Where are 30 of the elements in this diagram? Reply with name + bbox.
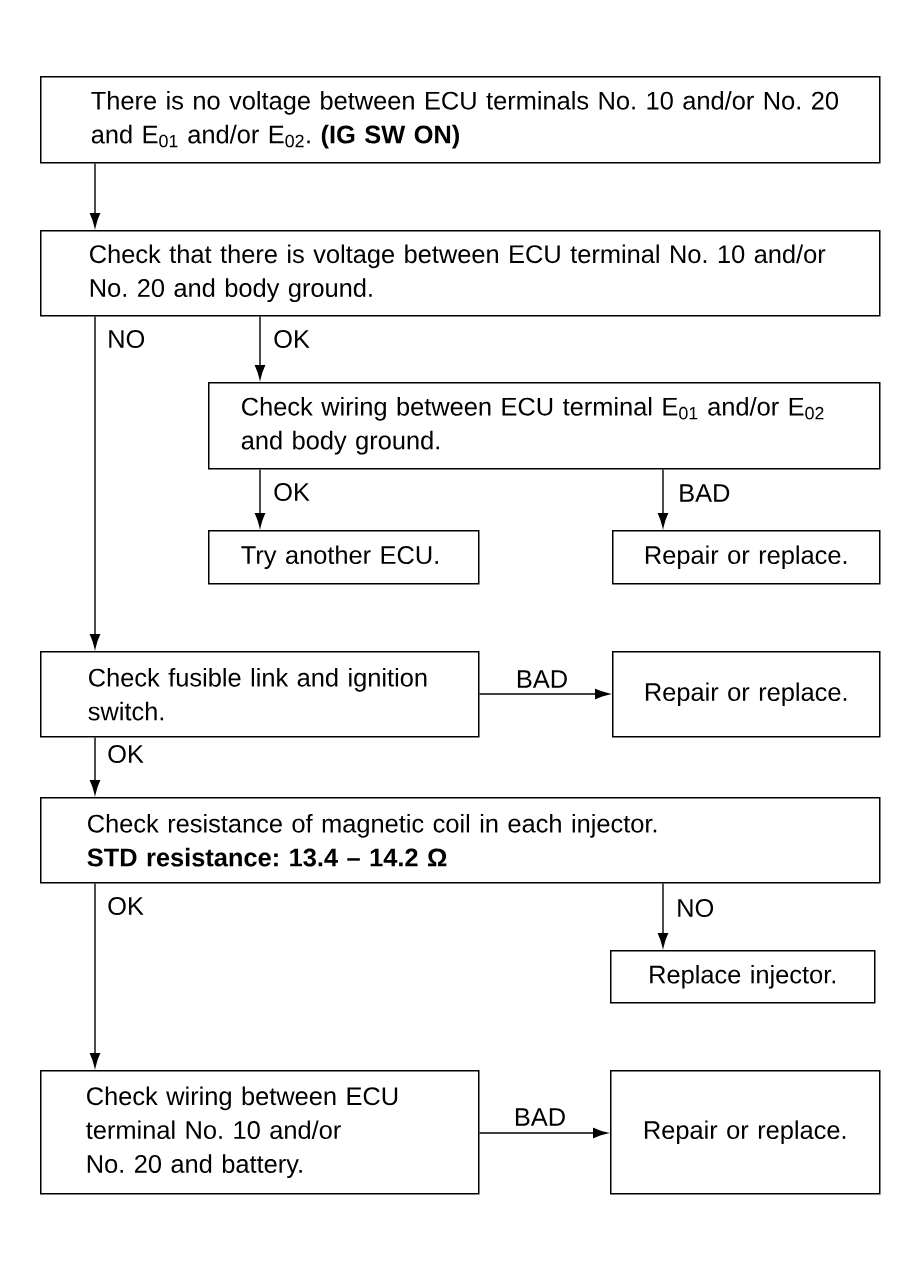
arrow xyxy=(657,468,669,528)
step-box: Repair or replace. xyxy=(612,651,881,738)
arrow xyxy=(254,468,266,528)
step-box: Check wiring between ECU terminal No. 10 and/or No. 20 and battery. xyxy=(40,1070,480,1195)
edge-label: NO xyxy=(678,899,714,917)
step-box: Repair or replace. xyxy=(612,530,881,585)
arrow xyxy=(89,162,101,228)
step-box: Repair or replace. xyxy=(610,1070,881,1195)
arrow xyxy=(254,315,266,380)
arrow xyxy=(89,315,101,649)
edge-label: BAD xyxy=(680,484,730,502)
edge-label: OK xyxy=(108,897,144,915)
step-box: Replace injector. xyxy=(610,950,876,1004)
edge-label: NO xyxy=(109,330,145,348)
step-box: There is no voltage between ECU terminals No. 10 and/or No. 20 and E$_{01}$ and/or E$_{02}$. (IG SW ON) xyxy=(40,76,881,164)
arrow xyxy=(478,1127,608,1139)
edge-label: OK xyxy=(274,483,310,501)
edge-label: OK xyxy=(274,330,310,348)
step-box: Check that there is voltage between ECU terminal No. 10 and/or No. 20 and body ground. xyxy=(40,230,881,317)
step-box: Check wiring between ECU terminal E$_{01}$ and/or E$_{02}$ and body ground. xyxy=(208,382,881,470)
step-box: Check fusible link and ignition switch. xyxy=(40,651,480,738)
arrow xyxy=(657,882,669,948)
arrow xyxy=(478,688,610,700)
edge-label: OK xyxy=(108,745,144,763)
arrow xyxy=(89,736,101,795)
arrow xyxy=(89,882,101,1068)
step-box: Check resistance of magnetic coil in each injector. STD resistance: 13.4 – 14.2 Ω xyxy=(40,797,881,884)
step-box: Try another ECU. xyxy=(208,530,480,585)
edge-label: BAD xyxy=(517,670,567,688)
edge-label: BAD xyxy=(515,1108,565,1126)
